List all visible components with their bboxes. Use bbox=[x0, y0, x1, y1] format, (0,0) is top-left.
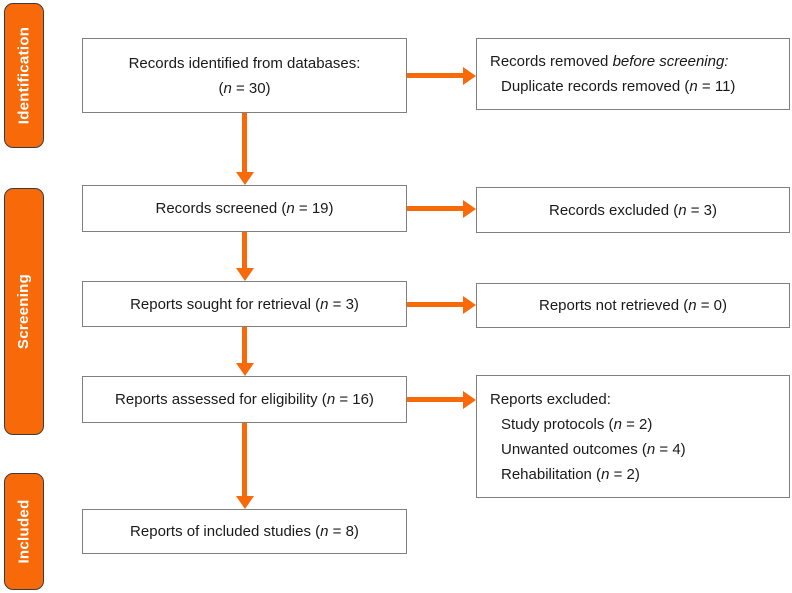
box-records-excluded: Records excluded (n = 3) bbox=[476, 187, 790, 233]
stage-screening-label: Screening bbox=[15, 273, 33, 350]
stage-included-label: Included bbox=[15, 499, 33, 564]
box-records-screened: Records screened (n = 19) bbox=[82, 185, 407, 232]
arrow-assessed-to-reports-excluded bbox=[407, 397, 464, 402]
box-reports-excluded-item-protocols: Study protocols (n = 2) bbox=[501, 416, 653, 433]
box-reports-assessed-label: Reports assessed for eligibility (n = 16… bbox=[115, 391, 374, 408]
box-records-removed-item-duplicates: Duplicate records removed (n = 11) bbox=[501, 78, 736, 95]
arrow-screened-to-excluded bbox=[407, 206, 464, 211]
box-records-screened-label: Records screened (n = 19) bbox=[155, 200, 334, 217]
box-reports-included: Reports of included studies (n = 8) bbox=[82, 509, 407, 554]
box-reports-excluded: Reports excluded: Study protocols (n = 2… bbox=[476, 375, 790, 498]
box-reports-sought-label: Reports sought for retrieval (n = 3) bbox=[130, 295, 359, 313]
box-records-identified-line1: Records identified from databases: bbox=[128, 54, 361, 72]
stage-identification-label: Identification bbox=[15, 26, 33, 125]
box-reports-included-label: Reports of included studies (n = 8) bbox=[130, 523, 359, 540]
arrow-identified-to-removed bbox=[407, 73, 464, 78]
box-reports-excluded-item-rehabilitation: Rehabilitation (n = 2) bbox=[501, 466, 640, 483]
box-reports-not-retrieved-label: Reports not retrieved (n = 0) bbox=[538, 297, 727, 314]
arrow-sought-to-not-retrieved bbox=[407, 302, 464, 307]
box-records-removed: Records removed before screening: Duplic… bbox=[476, 38, 790, 110]
box-reports-excluded-item-outcomes: Unwanted outcomes (n = 4) bbox=[501, 441, 686, 458]
stage-identification: Identification bbox=[4, 3, 44, 148]
arrow-screened-to-sought bbox=[242, 232, 247, 269]
box-records-identified-line2: (n = 30) bbox=[218, 79, 271, 97]
stage-screening: Screening bbox=[4, 188, 44, 435]
box-records-excluded-label: Records excluded (n = 3) bbox=[548, 201, 717, 219]
arrow-assessed-to-included bbox=[242, 423, 247, 497]
box-reports-not-retrieved: Reports not retrieved (n = 0) bbox=[476, 283, 790, 328]
stage-included: Included bbox=[4, 473, 44, 590]
arrow-sought-to-assessed bbox=[242, 327, 247, 364]
box-reports-sought: Reports sought for retrieval (n = 3) bbox=[82, 281, 407, 327]
box-reports-assessed: Reports assessed for eligibility (n = 16… bbox=[82, 376, 407, 423]
arrow-identified-to-screened bbox=[242, 113, 247, 173]
box-records-identified: Records identified from databases: (n = … bbox=[82, 38, 407, 113]
box-records-removed-title: Records removed before screening: bbox=[490, 53, 729, 70]
box-reports-excluded-title: Reports excluded: bbox=[490, 391, 611, 408]
